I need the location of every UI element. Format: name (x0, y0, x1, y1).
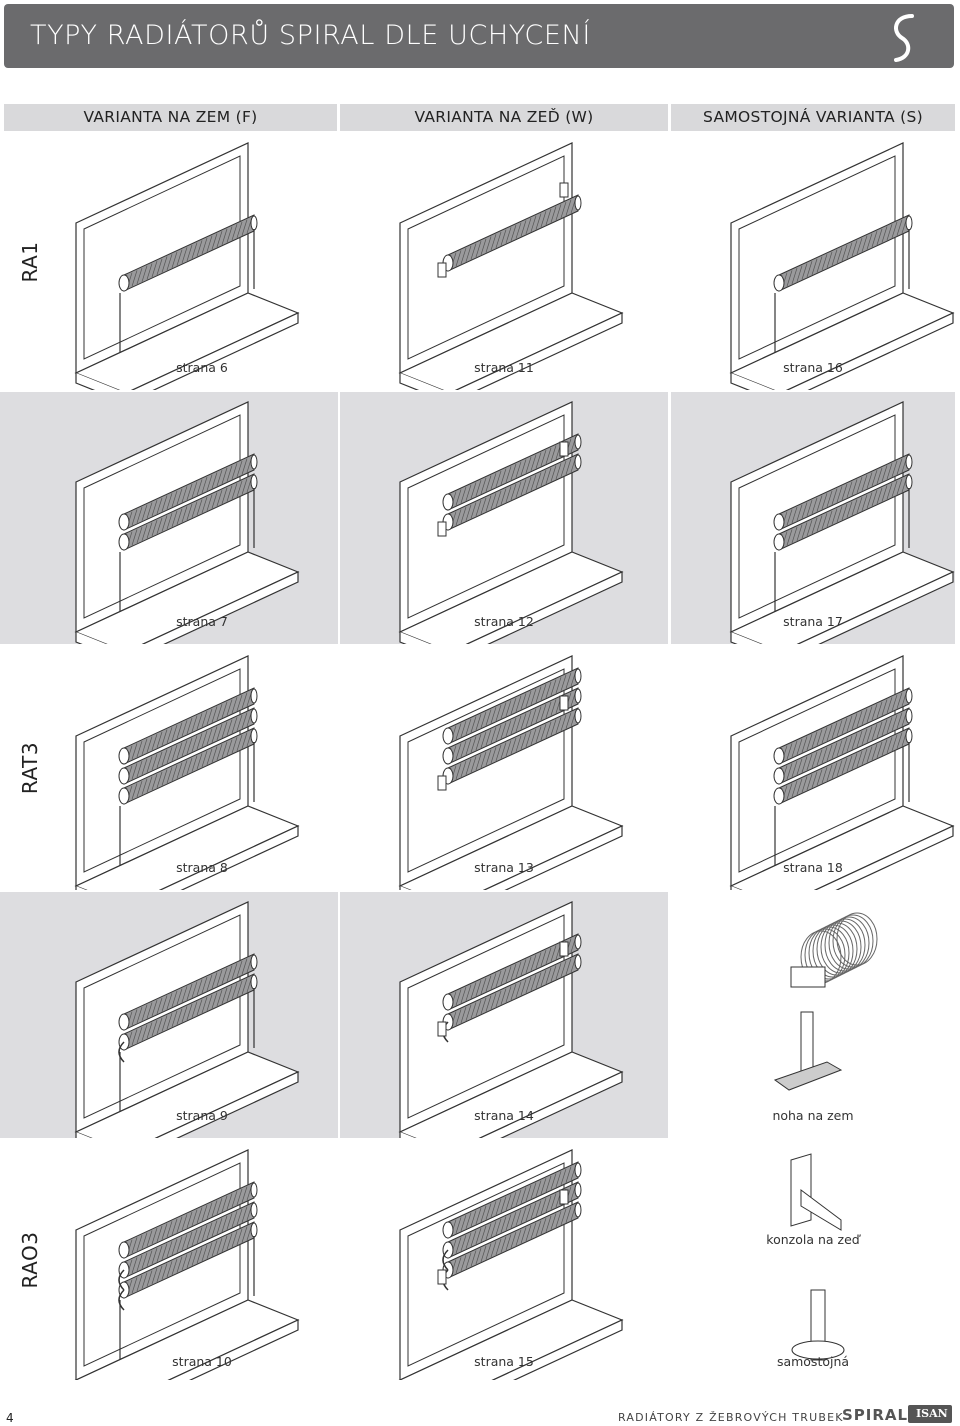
page-reference: strana 17 (783, 614, 843, 629)
radiator-illustration (398, 142, 624, 390)
page-reference: strana 9 (176, 1108, 228, 1123)
radiator-illustration (729, 655, 955, 890)
page-reference: strana 18 (783, 860, 843, 875)
radiator-cell-ra1-freestanding: strana 16 (671, 133, 955, 390)
page-reference: strana 13 (474, 860, 534, 875)
isan-logo-text: ISAN (916, 1407, 948, 1420)
page-reference: strana 8 (176, 860, 228, 875)
page-reference: strana 7 (176, 614, 228, 629)
column-header-wall: VARIANTA NA ZEĎ (W) (340, 104, 668, 131)
radiator-cell-rat2-wall: strana 12 (340, 392, 668, 644)
page-reference: strana 6 (176, 360, 228, 375)
radiator-cell-rao3-freestanding: samostojná konzola na zeď (671, 1140, 955, 1380)
radiator-cell-rao3-floor: strana 10 (4, 1140, 338, 1380)
radiator-cell-rat3-freestanding: strana 18 (671, 646, 955, 890)
spiral-logo-icon (894, 14, 914, 62)
footer-brand: SPIRAL (842, 1406, 909, 1424)
radiator-illustration (790, 1153, 845, 1361)
page-reference: strana 15 (474, 1354, 534, 1369)
column-header-floor: VARIANTA NA ZEM (F) (4, 104, 337, 131)
radiator-illustration (398, 901, 624, 1138)
radiator-illustration (773, 912, 878, 1091)
radiator-cell-rat3-wall: strana 13 (340, 646, 668, 890)
radiator-illustration (729, 142, 955, 390)
radiator-illustration (74, 401, 300, 644)
radiator-illustration (729, 401, 955, 644)
radiator-illustration (398, 1149, 624, 1380)
page-reference: strana 12 (474, 614, 534, 629)
wall-bracket-caption: konzola na zeď (766, 1232, 860, 1247)
page-reference: strana 14 (474, 1108, 534, 1123)
radiator-cell-rao2-freestanding: noha na zem (671, 892, 955, 1138)
radiator-illustration (398, 655, 624, 890)
radiator-illustration (398, 401, 624, 644)
footer-text: RADIÁTORY Z ŽEBROVÝCH TRUBEK (618, 1411, 844, 1424)
page-title: TYPY RADIÁTORŮ SPIRAL DLE UCHYCENÍ (30, 20, 591, 51)
radiator-illustration (74, 655, 300, 890)
page-header: TYPY RADIÁTORŮ SPIRAL DLE UCHYCENÍ (4, 4, 954, 68)
column-header-freestanding: SAMOSTOJNÁ VARIANTA (S) (671, 104, 955, 131)
page-reference: strana 16 (783, 360, 843, 375)
page-reference: strana 11 (474, 360, 534, 375)
isan-logo-icon: ISAN (908, 1405, 952, 1423)
radiator-illustration (74, 901, 300, 1138)
radiator-illustration (74, 1149, 300, 1380)
page-number: 4 (6, 1411, 14, 1425)
page-reference: strana 10 (172, 1354, 232, 1369)
radiator-cell-rao3-wall: strana 15 (340, 1140, 668, 1380)
radiator-cell-rao2-floor: strana 9 (4, 892, 338, 1138)
radiator-cell-ra1-wall: strana 11 (340, 133, 668, 390)
radiator-cell-ra1-floor: strana 6 (4, 133, 338, 390)
radiator-cell-rao2-wall: strana 14 (340, 892, 668, 1138)
radiator-cell-rat2-floor: strana 7 (4, 392, 338, 644)
page-reference: samostojná (776, 1354, 850, 1369)
page-reference: noha na zem (772, 1108, 854, 1123)
radiator-cell-rat2-freestanding: strana 17 (671, 392, 955, 644)
radiator-illustration (74, 142, 300, 390)
radiator-cell-rat3-floor: strana 8 (4, 646, 338, 890)
